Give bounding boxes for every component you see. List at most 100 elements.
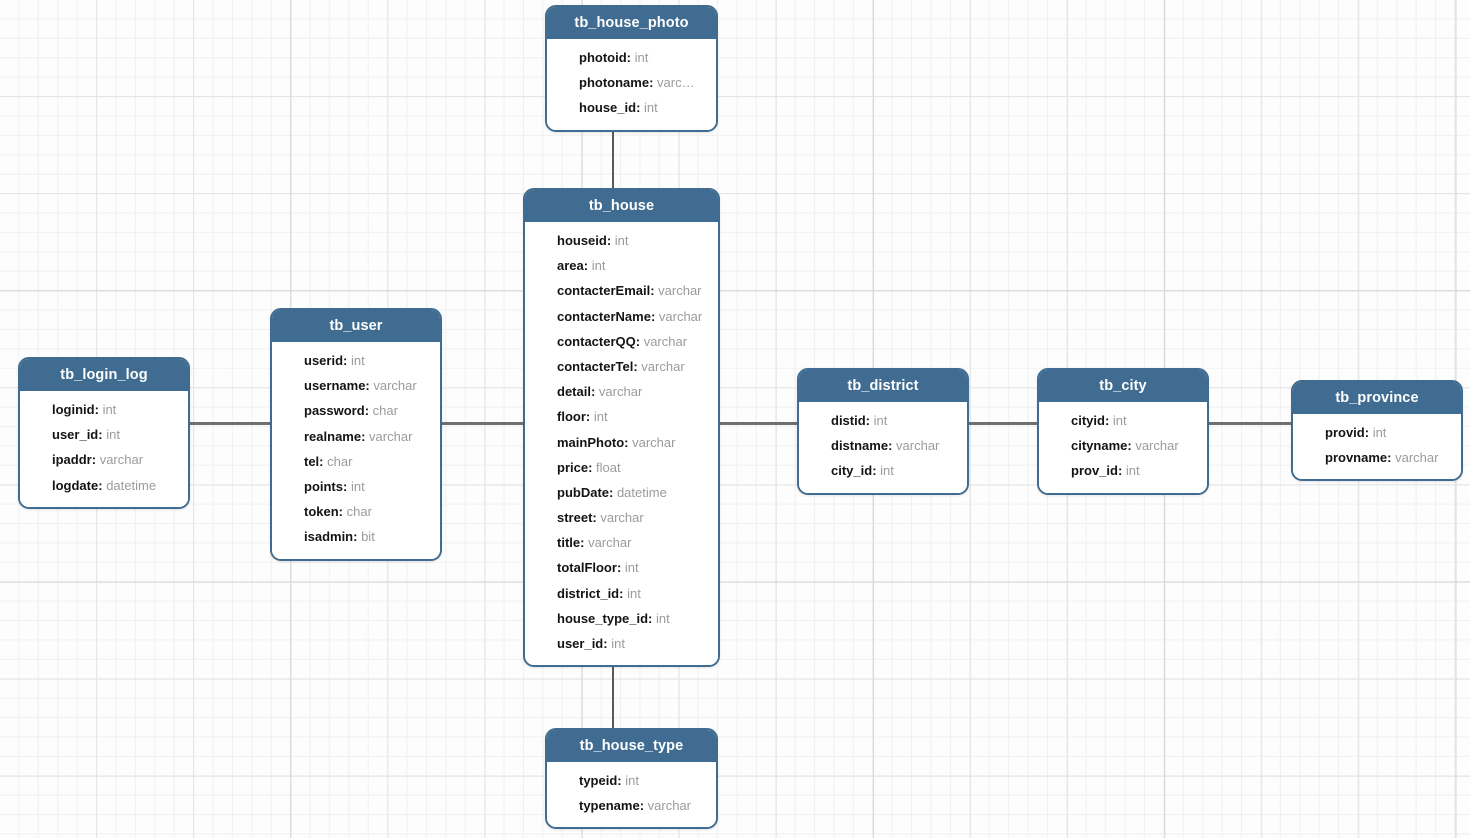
entity-field-name: mainPhoto bbox=[557, 434, 625, 450]
entity-field-separator: : bbox=[872, 463, 881, 479]
entity-field-row[interactable]: floor: int bbox=[525, 404, 718, 429]
entity-field-row[interactable]: street: varchar bbox=[525, 505, 718, 530]
entity-field-name: typeid bbox=[579, 773, 618, 788]
entity-field-row[interactable]: typename: varchar bbox=[547, 793, 716, 818]
connector-house-to-house_type bbox=[612, 665, 614, 728]
entity-field-row[interactable]: tel: char bbox=[272, 449, 440, 474]
entity-field-name: userid bbox=[304, 353, 344, 368]
entity-field-row[interactable]: user_id: int bbox=[20, 422, 188, 447]
entity-field-name: distname bbox=[831, 438, 889, 454]
entity-table-title-tb_house_photo: tb_house_photo bbox=[547, 7, 716, 39]
entity-field-name: price bbox=[557, 459, 589, 475]
entity-field-name: pubDate bbox=[557, 484, 609, 500]
entity-field-separator: : bbox=[585, 409, 594, 425]
entity-field-row[interactable]: typeid: int bbox=[547, 768, 716, 793]
entity-field-name: street bbox=[557, 510, 593, 526]
entity-field-name: ipaddr bbox=[52, 452, 92, 468]
entity-field-row[interactable]: provname: varchar bbox=[1293, 445, 1461, 470]
entity-field-separator: : bbox=[353, 529, 362, 545]
entity-field-separator: : bbox=[592, 510, 601, 526]
entity-table-title-tb_city: tb_city bbox=[1039, 370, 1207, 402]
entity-field-separator: : bbox=[343, 353, 351, 368]
entity-field-separator: : bbox=[319, 453, 328, 469]
entity-field-name: title bbox=[557, 535, 581, 551]
entity-field-type: int bbox=[106, 427, 120, 443]
entity-field-name: provname bbox=[1325, 450, 1388, 466]
connector-house_photo-to-house bbox=[612, 130, 614, 188]
entity-field-separator: : bbox=[590, 384, 599, 400]
entity-field-type: bit bbox=[361, 529, 375, 545]
entity-field-row[interactable]: loginid: int bbox=[20, 397, 188, 422]
entity-field-row[interactable]: house_type_id: int bbox=[525, 606, 718, 631]
entity-field-row[interactable]: detail: varchar bbox=[525, 379, 718, 404]
entity-field-separator: : bbox=[626, 50, 635, 65]
entity-field-row[interactable]: photoid: int bbox=[547, 45, 716, 70]
entity-field-separator: : bbox=[865, 413, 874, 428]
entity-field-name: distid bbox=[831, 413, 866, 428]
entity-field-row[interactable]: provid: int bbox=[1293, 420, 1461, 445]
entity-field-row[interactable]: username: varchar bbox=[272, 373, 440, 398]
entity-field-row[interactable]: points: int bbox=[272, 474, 440, 499]
entity-field-row[interactable]: ipaddr: varchar bbox=[20, 447, 188, 472]
entity-field-name: isadmin bbox=[304, 529, 354, 545]
entity-field-row[interactable]: isadmin: bit bbox=[272, 524, 440, 549]
entity-field-row[interactable]: pubDate: datetime bbox=[525, 480, 718, 505]
entity-field-row[interactable]: cityid: int bbox=[1039, 408, 1207, 433]
entity-field-separator: : bbox=[343, 478, 351, 494]
entity-field-name: detail bbox=[557, 384, 591, 400]
entity-field-row[interactable]: title: varchar bbox=[525, 530, 718, 555]
entity-field-row[interactable]: distid: int bbox=[799, 408, 967, 433]
entity-field-row[interactable]: password: char bbox=[272, 398, 440, 423]
entity-field-row[interactable]: district_id: int bbox=[525, 581, 718, 606]
entity-field-separator: : bbox=[636, 100, 645, 116]
entity-field-row[interactable]: area: int bbox=[525, 253, 718, 278]
entity-field-row[interactable]: price: float bbox=[525, 455, 718, 480]
entity-field-name: password bbox=[304, 403, 365, 419]
entity-field-type: float bbox=[596, 459, 621, 475]
entity-field-row[interactable]: userid: int bbox=[272, 348, 440, 373]
connector-user-to-house bbox=[442, 422, 523, 425]
entity-field-type: varchar bbox=[1135, 438, 1179, 454]
entity-field-row[interactable]: realname: varchar bbox=[272, 424, 440, 449]
entity-field-row[interactable]: logdate: datetime bbox=[20, 473, 188, 498]
entity-field-name: typename bbox=[579, 798, 640, 814]
entity-field-row[interactable]: cityname: varchar bbox=[1039, 433, 1207, 458]
entity-field-row[interactable]: token: char bbox=[272, 499, 440, 524]
entity-field-type: int bbox=[873, 413, 888, 428]
entity-field-row[interactable]: photoname: varc… bbox=[547, 70, 716, 95]
entity-field-row[interactable]: totalFloor: int bbox=[525, 555, 718, 580]
entity-field-row[interactable]: contacterQQ: varchar bbox=[525, 329, 718, 354]
entity-field-row[interactable]: user_id: int bbox=[525, 631, 718, 656]
entity-field-row[interactable]: house_id: int bbox=[547, 95, 716, 120]
entity-field-separator: : bbox=[617, 773, 626, 788]
entity-field-separator: : bbox=[619, 585, 628, 601]
entity-field-row[interactable]: contacterName: varchar bbox=[525, 304, 718, 329]
entity-table-title-tb_district: tb_district bbox=[799, 370, 967, 402]
entity-field-name: cityid bbox=[1071, 413, 1105, 428]
entity-field-separator: : bbox=[98, 477, 107, 493]
entity-field-separator: : bbox=[635, 333, 644, 349]
entity-field-separator: : bbox=[588, 459, 597, 475]
entity-field-row[interactable]: mainPhoto: varchar bbox=[525, 430, 718, 455]
entity-field-type: int bbox=[625, 773, 639, 788]
entity-field-row[interactable]: houseid: int bbox=[525, 228, 718, 253]
entity-field-row[interactable]: city_id: int bbox=[799, 458, 967, 483]
entity-field-row[interactable]: contacterEmail: varchar bbox=[525, 278, 718, 303]
entity-field-type: datetime bbox=[616, 484, 667, 500]
entity-field-row[interactable]: contacterTel: varchar bbox=[525, 354, 718, 379]
entity-field-row[interactable]: prov_id: int bbox=[1039, 458, 1207, 483]
connector-house-to-district bbox=[720, 422, 797, 425]
entity-field-name: token bbox=[304, 504, 339, 520]
entity-field-row[interactable]: distname: varchar bbox=[799, 433, 967, 458]
